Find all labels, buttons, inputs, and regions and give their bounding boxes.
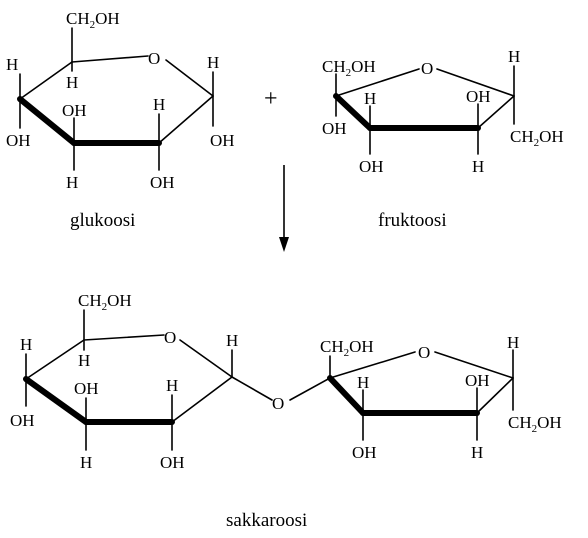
fructose-c6-ch2oh-label: CH2OH — [510, 127, 564, 149]
sucrose-glc-c2-h: H — [166, 376, 178, 395]
glucose-bond-c5-o — [71, 55, 149, 63]
fructose-c2-oh: OH — [322, 119, 347, 138]
fructose-bond-c2-o — [335, 68, 420, 97]
fructose-caption: fruktoosi — [378, 210, 447, 231]
sucrose-glc-bond-c1-c2 — [171, 376, 233, 423]
fructose-c5-h: H — [508, 47, 520, 66]
sucrose-fru-bond-c2-o — [329, 351, 416, 379]
sucrose-glc-c3-oh: OH — [74, 379, 99, 398]
sucrose-glc-c1-h: H — [226, 331, 238, 350]
sucrose-fru-c3-oh: OH — [352, 443, 377, 462]
glucose-c4-h: H — [6, 55, 18, 74]
sucrose-glc-c2-oh: OH — [160, 453, 185, 472]
fructose-bond-c3-c2 — [333, 93, 373, 131]
sucrose-bond-obridge-fru — [289, 377, 331, 401]
glucose-c1-oh: OH — [210, 131, 235, 150]
sucrose-fru-c6-ch2oh-label: CH2OH — [508, 413, 562, 435]
sucrose-glc-ring-oxygen: O — [164, 328, 176, 347]
sucrose-glc-bond-o-c1 — [179, 339, 233, 378]
arrow-head — [279, 237, 289, 252]
glucose-caption: glukoosi — [70, 210, 135, 231]
fructose-c4-h: H — [472, 157, 484, 176]
sucrose-glc-ch2oh-label: CH2OH — [78, 291, 132, 313]
fructose-c4-oh: OH — [466, 87, 491, 106]
glucose-c3-oh: OH — [62, 101, 87, 120]
sucrose-fru-c3-h: H — [357, 373, 369, 392]
glucose-c2-h: H — [153, 95, 165, 114]
reaction-arrow — [279, 165, 289, 252]
sucrose-fru-c1-ch2oh-label: CH2OH — [320, 337, 374, 359]
sucrose-fru-bond-o-c5 — [434, 351, 514, 379]
glucose-c5-h: H — [66, 73, 78, 92]
sucrose-glc-bond-c5-o — [83, 334, 165, 341]
fructose-c1-ch2oh-label: CH2OH — [322, 57, 376, 79]
glucose-bond-c3-c4 — [17, 96, 77, 146]
fructose-ring-oxygen: O — [421, 59, 433, 78]
fructose-c3-oh: OH — [359, 157, 384, 176]
sucrose-fru-ring-oxygen: O — [418, 343, 430, 362]
sucrose-glc-c3-h: H — [80, 453, 92, 472]
glucose-c2-oh: OH — [150, 173, 175, 192]
plus-sign: + — [264, 86, 278, 112]
glucose-bond-c1-c2 — [158, 95, 214, 144]
glucose-c4-oh: OH — [6, 131, 31, 150]
sucrose-glc-c4-h: H — [20, 335, 32, 354]
glucose-bond-o-c1 — [165, 59, 214, 97]
fructose-bond-c5-c4 — [477, 95, 515, 129]
sucrose-fru-bond-c5-c4 — [476, 377, 514, 414]
sucrose-glc-bond-c1-obridge — [231, 376, 273, 401]
sucrose-fru-c4-oh: OH — [465, 371, 490, 390]
sucrose-caption: sakkaroosi — [226, 510, 307, 531]
sucrose-glc-c5-h: H — [78, 351, 90, 370]
sucrose-glc-c4-oh: OH — [10, 411, 35, 430]
sucrose-glycosidic-oxygen: O — [272, 394, 284, 413]
glucose-ch2oh-label: CH2OH — [66, 9, 120, 31]
sucrose-glc-bond-c4-c5 — [25, 339, 85, 380]
glucose-bond-c4-c5 — [19, 61, 73, 100]
fructose-bond-o-c5 — [436, 68, 515, 97]
sucrose-glc-bond-c3-c4 — [23, 376, 89, 425]
glucose-ring-oxygen: O — [148, 49, 160, 68]
sucrose-fru-bond-c3-c2 — [327, 375, 366, 416]
fructose-c3-h: H — [364, 89, 376, 108]
sucrose-fru-c4-h: H — [471, 443, 483, 462]
glucose-c1-h: H — [207, 53, 219, 72]
fructose-molecule: CH2OH O H H OH OH CH2OH OH H — [322, 47, 564, 176]
sucrose-fru-c5-h: H — [507, 333, 519, 352]
glucose-c3-h: H — [66, 173, 78, 192]
sucrose-molecule: CH2OH O H H H OH H OH H OH O CH2OH O H H… — [10, 291, 562, 472]
glucose-molecule: CH2OH O H H H OH H OH OH H OH — [6, 9, 235, 192]
